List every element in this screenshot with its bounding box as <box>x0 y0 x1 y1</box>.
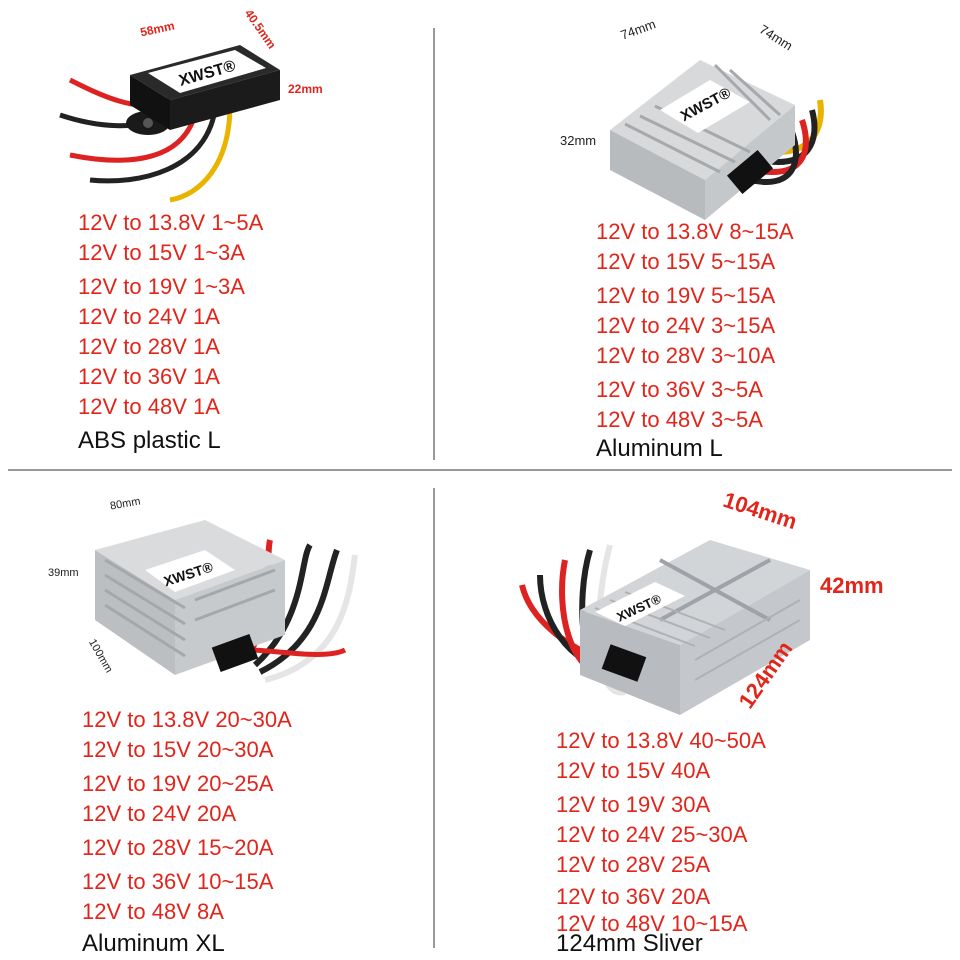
aluminum-xl-dim-height: 39mm <box>48 567 79 579</box>
abs-spec-list: 12V to 13.8V 1~5A 12V to 15V 1~3A 12V to… <box>78 208 263 422</box>
spec-line: 12V to 36V 20A <box>556 884 711 909</box>
spec-line: 12V to 19V 5~15A <box>596 283 776 308</box>
spec-line: 12V to 13.8V 40~50A <box>556 728 766 753</box>
aluminum-xl-spec-list: 12V to 13.8V 20~30A 12V to 15V 20~30A 12… <box>82 705 292 927</box>
abs-converter-image: XWST® <box>59 45 280 203</box>
spec-line: 12V to 28V 25A <box>556 852 711 877</box>
spec-line: 12V to 36V 10~15A <box>82 869 274 894</box>
spec-line: 12V to 13.8V 1~5A <box>78 210 264 235</box>
spec-line: 12V to 13.8V 8~15A <box>596 219 794 244</box>
spec-line: 12V to 28V 15~20A <box>82 835 274 860</box>
spec-line: 12V to 24V 1A <box>78 304 220 329</box>
spec-line: 12V to 24V 20A <box>82 801 237 826</box>
aluminum-l-product-name: Aluminum L <box>596 435 723 462</box>
spec-line: 12V to 24V 25~30A <box>556 822 748 847</box>
abs-product-name: ABS plastic L <box>78 427 221 454</box>
spec-line: 12V to 19V 1~3A <box>78 274 245 299</box>
spec-line: 12V to 15V 20~30A <box>82 737 274 762</box>
spec-line: 12V to 48V 8A <box>82 899 224 924</box>
sliver-converter-image: XWST® <box>519 540 810 715</box>
spec-line: 12V to 19V 30A <box>556 792 711 817</box>
spec-line: 12V to 48V 1A <box>78 394 220 419</box>
aluminum-l-spec-list: 12V to 13.8V 8~15A 12V to 15V 5~15A 12V … <box>596 217 794 435</box>
spec-line: 12V to 13.8V 20~30A <box>82 707 292 732</box>
spec-line: 12V to 48V 3~5A <box>596 407 763 432</box>
aluminum-xl-converter-image: XWST® <box>95 520 358 683</box>
spec-line: 12V to 24V 3~15A <box>596 313 776 338</box>
sliver-product-name: 124mm Sliver <box>556 930 703 957</box>
spec-line: 12V to 19V 20~25A <box>82 771 274 796</box>
spec-line: 12V to 15V 40A <box>556 758 711 783</box>
sliver-dim-height: 42mm <box>820 573 884 598</box>
horizontal-divider <box>8 469 952 471</box>
spec-line: 12V to 28V 1A <box>78 334 220 359</box>
spec-line: 12V to 15V 1~3A <box>78 240 245 265</box>
spec-line: 12V to 36V 3~5A <box>596 377 763 402</box>
spec-line: 12V to 48V 10~15A <box>556 911 748 936</box>
sliver-spec-list: 12V to 13.8V 40~50A 12V to 15V 40A 12V t… <box>556 726 766 936</box>
spec-line: 12V to 36V 1A <box>78 364 220 389</box>
spec-line: 12V to 28V 3~10A <box>596 343 776 368</box>
abs-dim-height: 22mm <box>288 82 323 96</box>
vertical-divider-bottom <box>433 488 435 948</box>
aluminum-xl-product-name: Aluminum XL <box>82 930 225 957</box>
aluminum-l-converter-image: XWST® <box>610 60 824 220</box>
spec-line: 12V to 15V 5~15A <box>596 249 776 274</box>
vertical-divider-top <box>433 28 435 460</box>
aluminum-l-dim-height: 32mm <box>560 133 597 148</box>
